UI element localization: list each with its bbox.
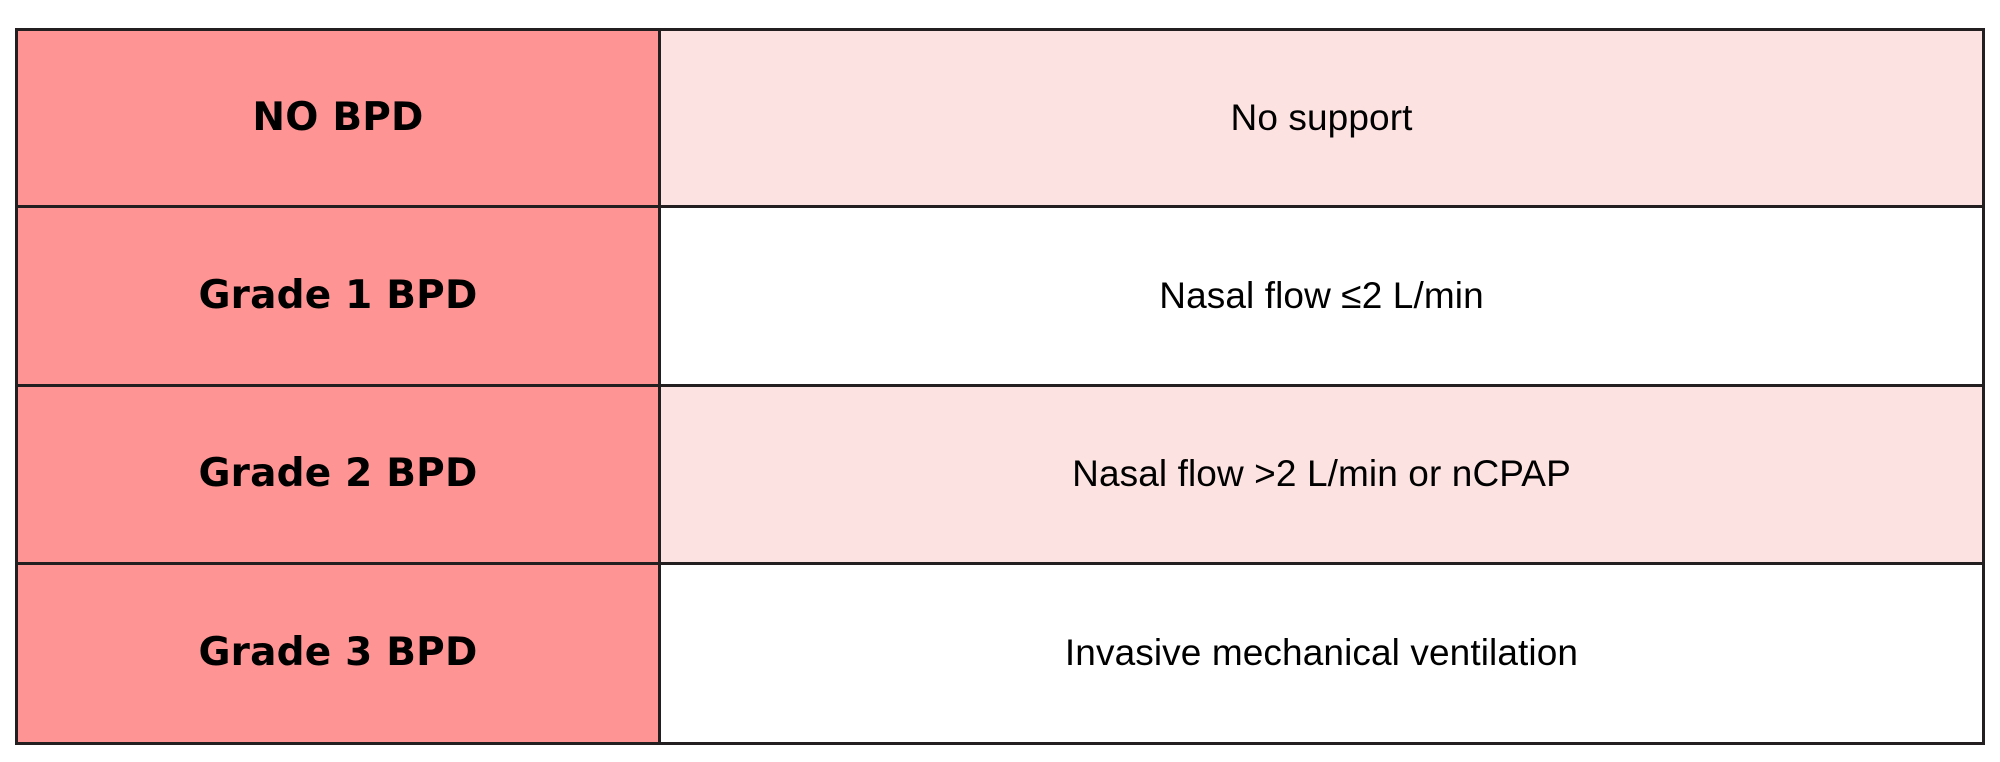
grade-label-grade-3: Grade 3 BPD <box>15 562 661 745</box>
grade-label-grade-1: Grade 1 BPD <box>15 205 661 387</box>
table-row: Grade 2 BPD Nasal flow >2 L/min or nCPAP <box>15 384 1985 565</box>
bpd-classification-table: NO BPD No support Grade 1 BPD Nasal flow… <box>15 28 1985 745</box>
table-row: Grade 1 BPD Nasal flow ≤2 L/min <box>15 205 1985 387</box>
support-description-grade-2: Nasal flow >2 L/min or nCPAP <box>658 384 1985 565</box>
table-row: Grade 3 BPD Invasive mechanical ventilat… <box>15 562 1985 745</box>
support-description-grade-3: Invasive mechanical ventilation <box>658 562 1985 745</box>
grade-label-no-bpd: NO BPD <box>15 28 661 208</box>
grade-label-grade-2: Grade 2 BPD <box>15 384 661 565</box>
support-description-grade-1: Nasal flow ≤2 L/min <box>658 205 1985 387</box>
support-description-no-bpd: No support <box>658 28 1985 208</box>
table-row: NO BPD No support <box>15 28 1985 208</box>
table-body: NO BPD No support Grade 1 BPD Nasal flow… <box>15 28 1985 745</box>
